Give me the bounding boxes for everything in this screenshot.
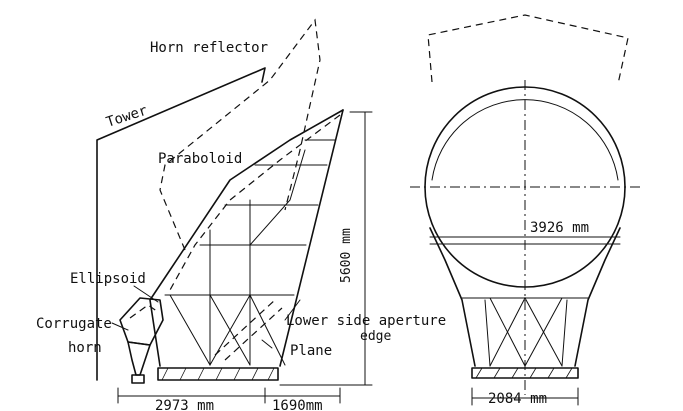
- corrugate-horn: [127, 341, 151, 376]
- brace-c: [249, 149, 306, 246]
- side-view: Horn reflector Tower Paraboloid Ellipsoi…: [36, 18, 446, 411]
- label-ellipsoid: Ellipsoid: [70, 271, 146, 287]
- lower-body-left: [429, 227, 476, 367]
- ellipsoid-dash: [129, 304, 159, 319]
- aperture-inner-arc: [431, 99, 619, 181]
- leader-plane: [261, 339, 273, 349]
- brace-a: [169, 293, 286, 367]
- base-hatch: [161, 367, 275, 381]
- lower-body-right: [574, 227, 621, 367]
- horn-flange: [131, 374, 145, 384]
- plane-dashed: [214, 299, 276, 356]
- label-plane: Plane: [290, 343, 332, 359]
- plane-dashed-2: [224, 307, 283, 361]
- leader-ellipsoid: [133, 285, 159, 303]
- lower-body-right-inner: [561, 299, 568, 367]
- dim-front-base-label: 2084 mm: [488, 391, 547, 407]
- front-reflector-outline: [427, 14, 629, 85]
- front-view: 3926 mm 2084 mm: [410, 14, 640, 407]
- brace-b: [209, 294, 251, 366]
- base-plate: [157, 367, 279, 381]
- label-paraboloid: Paraboloid: [158, 151, 242, 167]
- front-brace: [489, 297, 563, 368]
- front-edge: [149, 109, 344, 367]
- dim-height-label: 5600 mm: [339, 228, 354, 283]
- label-corrugate: Corrugate: [36, 316, 112, 332]
- label-lower-side-aperture: Lower side aperture: [286, 313, 446, 329]
- front-base-hatch: [475, 367, 573, 379]
- label-horn: horn: [68, 340, 102, 356]
- front-base-plate: [471, 367, 579, 379]
- tower-outline: [96, 67, 266, 381]
- back-edge: [279, 109, 344, 367]
- paraboloid-curve: [169, 114, 341, 291]
- label-edge: edge: [360, 329, 391, 344]
- front-brace-2: [489, 296, 563, 367]
- label-horn-reflector: Horn reflector: [150, 40, 268, 56]
- dim-base-left: 2973 mm: [155, 398, 214, 411]
- leader-corrugate: [111, 322, 129, 331]
- lower-body-left-inner: [484, 299, 491, 367]
- dim-base-right: 1690mm: [272, 398, 323, 411]
- dim-width-label: 3926 mm: [530, 220, 589, 236]
- leader-aperture: [284, 299, 301, 321]
